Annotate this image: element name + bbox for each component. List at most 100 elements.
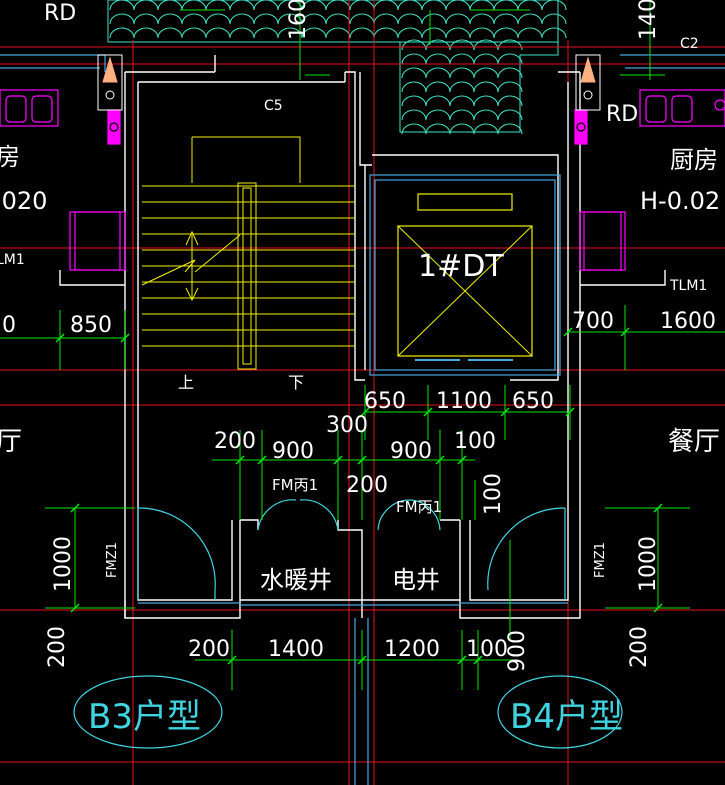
dim-300: 300 — [326, 413, 368, 438]
stair-up-label: 上 — [178, 373, 194, 392]
hatch-mark — [469, 27, 495, 39]
hatch-mark — [425, 53, 451, 65]
hatch-mark — [517, 0, 543, 11]
c5-label: C5 — [264, 98, 283, 114]
dim-100-a: 100 — [454, 429, 496, 454]
elevator-label: 1#DT — [418, 249, 504, 284]
unit-label-b3: B3户型 — [88, 697, 201, 737]
dimension-tick — [357, 655, 367, 665]
dimension-tick — [620, 327, 630, 337]
dim-200-b: 200 — [346, 473, 388, 498]
dimension-lines — [0, 0, 725, 690]
hatch-mark — [541, 0, 567, 11]
dim-140: 140 — [636, 0, 661, 40]
dim-1000-right: 1000 — [636, 536, 661, 592]
hatch-mark — [517, 13, 543, 25]
hatch-mark — [449, 123, 475, 135]
hatch-mark — [349, 13, 375, 25]
kitchen-fixtures — [0, 89, 725, 271]
hatch-mark — [497, 39, 523, 51]
hatch-mark — [473, 109, 499, 121]
hatch-mark — [497, 109, 523, 121]
hatch-mark — [425, 81, 451, 93]
hatch-mark — [253, 27, 279, 39]
hatch-mark — [373, 27, 399, 39]
dining-label-left: 厅 — [0, 427, 22, 457]
dimension-tick — [653, 503, 663, 513]
hatch-mark — [449, 39, 475, 51]
hatch-mark — [497, 53, 523, 65]
hatch-mark — [469, 0, 495, 11]
fm-door-label-right: FM丙1 — [396, 498, 442, 516]
hatch-mark — [401, 123, 427, 135]
dim-1200: 1200 — [384, 637, 440, 662]
hatch-mark — [445, 27, 471, 39]
hatch-mark — [401, 53, 427, 65]
unit-label-b4: B4户型 — [510, 697, 623, 737]
hatch-mark — [425, 123, 451, 135]
dimension-tick — [457, 455, 467, 465]
hatch-mark — [133, 13, 159, 25]
stair-down-label: 下 — [288, 373, 304, 392]
hatch-mark — [253, 13, 279, 25]
hatch-mark — [497, 123, 523, 135]
hatch-mark — [493, 13, 519, 25]
hatch-mark — [449, 81, 475, 93]
dim-1400: 1400 — [268, 637, 324, 662]
hatch-mark — [229, 0, 255, 11]
hatch-mark — [421, 27, 447, 39]
hatch-mark — [349, 27, 375, 39]
dim-1600: 1600 — [660, 309, 716, 334]
hatch-mark — [421, 13, 447, 25]
hatch-mark — [109, 27, 135, 39]
dining-label-right: 餐厅 — [668, 427, 720, 457]
hatch-mark — [473, 123, 499, 135]
elevator-shaft — [397, 193, 533, 361]
dimension-tick — [457, 655, 467, 665]
hatch-mark — [229, 27, 255, 39]
hatch-mark — [449, 109, 475, 121]
hatch-mark — [421, 0, 447, 11]
vent-ducts — [97, 54, 601, 111]
dimension-tick — [435, 455, 445, 465]
dimension-ticks — [55, 327, 663, 665]
roof-hatch-area — [107, 0, 567, 135]
hatch-mark — [401, 67, 427, 79]
dimension-tick — [120, 333, 130, 343]
dimension-tick — [563, 327, 573, 337]
hatch-mark — [425, 109, 451, 121]
fmz-label-right: FMZ1 — [593, 542, 608, 578]
hatch-mark — [445, 13, 471, 25]
window-lines — [0, 54, 725, 785]
hatch-mark — [497, 67, 523, 79]
fmz-label-left: FMZ1 — [105, 542, 120, 578]
height-label-left: .020 — [0, 187, 47, 215]
hatch-mark — [397, 0, 423, 11]
hatch-mark — [497, 81, 523, 93]
dimension-tick — [257, 455, 267, 465]
dimension-tick — [70, 603, 80, 613]
hatch-mark — [301, 13, 327, 25]
hatch-mark — [449, 53, 475, 65]
dimension-tick — [473, 655, 483, 665]
hatch-mark — [301, 0, 327, 11]
dim-200-bottom-left: 200 — [45, 626, 70, 668]
dim-900-a: 900 — [272, 439, 314, 464]
fm-door-label-left: FM丙1 — [272, 476, 318, 494]
dim-650-b: 650 — [512, 389, 554, 414]
hatch-mark — [157, 27, 183, 39]
dim-900-b: 900 — [390, 439, 432, 464]
tlm-label-right: TLM1 — [669, 278, 707, 294]
hatch-mark — [425, 95, 451, 107]
door-swings — [137, 499, 566, 600]
hatch-mark — [473, 53, 499, 65]
kitchen-label-right: 厨房 — [670, 146, 718, 174]
dim-200-bottom: 200 — [188, 637, 230, 662]
hatch-mark — [517, 27, 543, 39]
tlm-label-left: LM1 — [0, 252, 25, 268]
hatch-mark — [157, 0, 183, 11]
hatch-mark — [373, 0, 399, 11]
dim-650-a: 650 — [364, 389, 406, 414]
hatch-mark — [301, 27, 327, 39]
dim-100-vert: 100 — [481, 473, 506, 515]
